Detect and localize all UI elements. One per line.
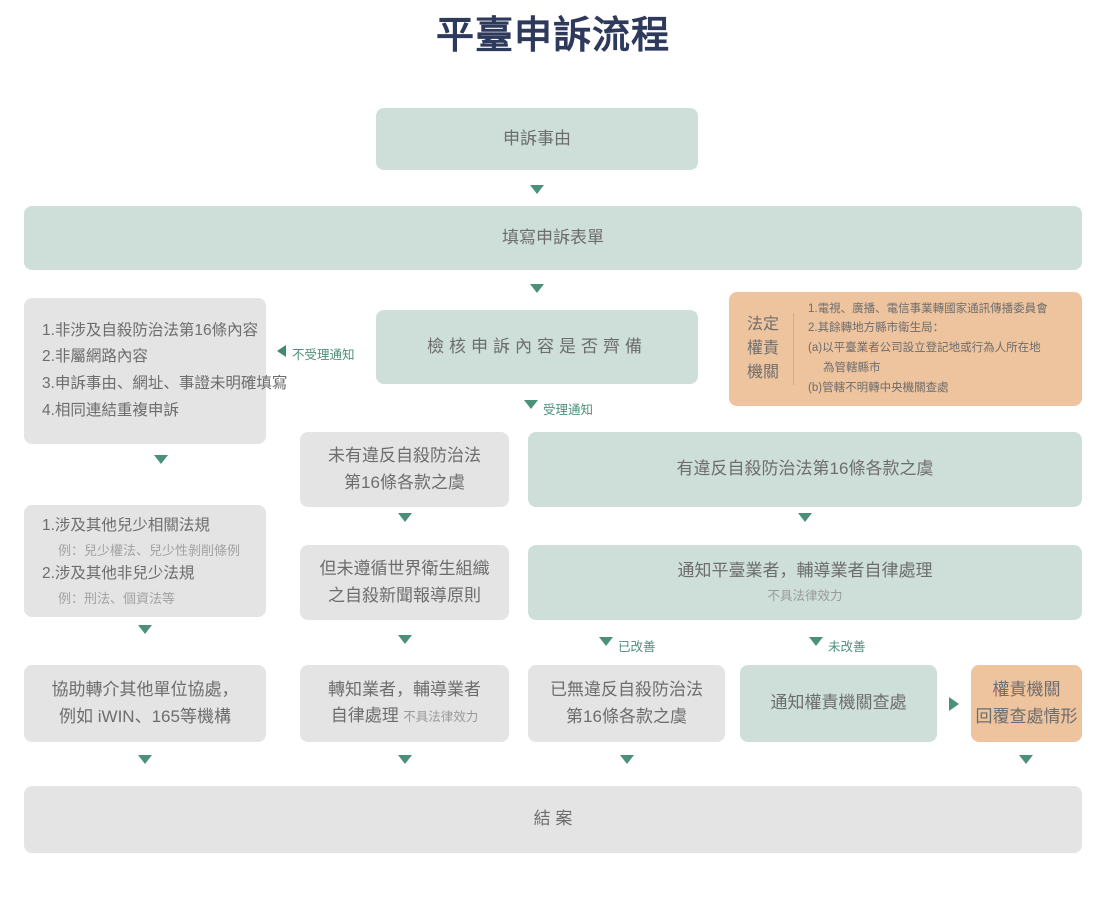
node-form-label: 填寫申訴表單: [502, 227, 604, 247]
node-legal-authority[interactable]: 法定 權責 機關 1.電視、廣播、電信事業轉國家通訊傳播委員會 2.其餘轉地方縣…: [729, 292, 1082, 406]
node-who-principles[interactable]: 但未遵循世界衛生組織 之自殺新聞報導原則: [300, 545, 509, 620]
node-has-violation-label: 有違反自殺防治法第16條各款之虞: [676, 459, 934, 479]
arrow-down-other-laws-to-refer: [138, 625, 152, 634]
node-resolved-line: 第16條各款之虞: [566, 706, 687, 726]
arrow-down-who-to-notify-operator: [398, 635, 412, 644]
node-review-label: 檢核申訴內容是否齊備: [427, 336, 647, 356]
arrow-down-reason-to-form: [530, 185, 544, 194]
node-notify-authority[interactable]: 通知權責機關查處: [740, 665, 937, 742]
arrow-down-improved-icon: [599, 637, 613, 646]
node-resolved[interactable]: 已無違反自殺防治法 第16條各款之虞: [528, 665, 725, 742]
arrow-down-no-violation: [398, 513, 412, 522]
node-reason-label: 申訴事由: [503, 128, 571, 148]
legal-authority-line: (b)管轄不明轉中央機關查處: [808, 381, 949, 394]
node-authority-reply[interactable]: 權責機關 回覆查處情形: [971, 665, 1082, 742]
node-who-principles-line: 但未遵循世界衛生組織: [319, 559, 490, 579]
other-law-example: 例：兒少權法、兒少性剝削條例: [58, 542, 241, 558]
node-resolved-line: 已無違反自殺防治法: [550, 680, 703, 700]
arrow-down-form-to-review: [530, 284, 544, 293]
node-reason[interactable]: 申訴事由: [376, 108, 698, 170]
legal-authority-line: 2.其餘轉地方縣市衛生局：: [808, 322, 945, 335]
node-notify-operator-sub: 不具法律效力: [403, 710, 479, 725]
reject-reason-item: 1.非涉及自殺防治法第16條內容: [42, 321, 259, 339]
legal-authority-line: (a)以平臺業者公司設立登記地或行為人所在地: [808, 342, 1041, 355]
arrow-down-accepted-icon: [524, 400, 538, 409]
node-notify-operator-text: 自律處理: [330, 706, 399, 726]
reject-reason-item: 4.相同連結重複申訴: [42, 401, 179, 419]
node-notify-operator-line2: 自律處理 不具法律效力: [331, 703, 478, 730]
legal-authority-lines: 1.電視、廣播、電信事業轉國家通訊傳播委員會 2.其餘轉地方縣市衛生局： (a)…: [794, 300, 1048, 399]
arrow-down-reject-to-other-laws: [154, 455, 168, 464]
arrow-left-not-accepted-icon: [277, 345, 286, 357]
reject-reason-item: 2.非屬網路內容: [42, 348, 148, 366]
node-refer-other-line: 協助轉介其他單位協處，: [51, 680, 239, 700]
legal-authority-key-line: 權責: [747, 340, 780, 357]
legal-authority-line: 為管轄縣市: [823, 361, 881, 374]
arrow-label-accepted: 受理通知: [543, 403, 594, 417]
node-other-laws[interactable]: 1.涉及其他兒少相關法規 例：兒少權法、兒少性剝削條例 2.涉及其他非兒少法規 …: [24, 505, 266, 617]
node-close-case-label: 結 案: [533, 809, 573, 829]
node-authority-reply-line: 權責機關: [992, 680, 1061, 700]
arrow-down-reply-to-close: [1019, 755, 1033, 764]
legal-authority-key-line: 機關: [747, 364, 780, 381]
page-title: 平臺申訴流程: [435, 15, 670, 57]
node-close-case[interactable]: 結 案: [24, 786, 1082, 853]
node-refer-other-line: 例如 iWIN、165等機構: [59, 706, 231, 726]
node-reject-reasons[interactable]: 1.非涉及自殺防治法第16條內容 2.非屬網路內容 3.申訴事由、網址、事證未明…: [24, 298, 287, 444]
node-notify-platform[interactable]: 通知平臺業者，輔導業者自律處理 不具法律效力: [528, 545, 1082, 620]
node-has-violation[interactable]: 有違反自殺防治法第16條各款之虞: [528, 432, 1082, 507]
node-notify-platform-label: 通知平臺業者，輔導業者自律處理: [677, 561, 933, 581]
node-no-violation-line: 第16條各款之虞: [344, 472, 465, 492]
other-law-example: 例：刑法、個資法等: [58, 590, 176, 606]
legal-authority-key-line: 法定: [747, 316, 780, 333]
reject-reason-item: 3.申訴事由、網址、事證未明確填寫: [42, 375, 288, 392]
legal-authority-key: 法定 權責 機關: [747, 313, 795, 385]
node-notify-operator-line: 轉知業者，輔導業者: [328, 679, 481, 699]
arrow-down-resolved-to-close: [620, 755, 634, 764]
arrow-label-not-improved: 未改善: [828, 640, 866, 654]
node-authority-reply-line: 回覆查處情形: [975, 706, 1078, 726]
node-refer-other[interactable]: 協助轉介其他單位協處， 例如 iWIN、165等機構: [24, 665, 266, 742]
node-who-principles-line: 之自殺新聞報導原則: [328, 585, 481, 605]
node-review[interactable]: 檢核申訴內容是否齊備: [376, 310, 698, 384]
node-notify-platform-sub: 不具法律效力: [767, 589, 843, 604]
arrow-label-improved: 已改善: [618, 640, 656, 654]
legal-authority-line: 1.電視、廣播、電信事業轉國家通訊傳播委員會: [808, 302, 1048, 315]
arrow-down-refer-to-close: [138, 755, 152, 764]
node-no-violation[interactable]: 未有違反自殺防治法 第16條各款之虞: [300, 432, 509, 507]
arrow-down-operator-to-close: [398, 755, 412, 764]
node-form[interactable]: 填寫申訴表單: [24, 206, 1082, 270]
node-notify-operator[interactable]: 轉知業者，輔導業者 自律處理 不具法律效力: [300, 665, 509, 742]
arrow-right-to-authority-reply: [949, 697, 959, 711]
arrow-label-not-accepted: 不受理通知: [292, 348, 355, 362]
node-no-violation-line: 未有違反自殺防治法: [328, 446, 481, 466]
arrow-down-has-violation: [798, 513, 812, 522]
node-notify-authority-label: 通知權責機關查處: [770, 693, 907, 713]
arrow-down-not-improved-icon: [809, 637, 823, 646]
other-law-item: 2.涉及其他非兒少法規: [42, 565, 195, 582]
other-law-item: 1.涉及其他兒少相關法規: [42, 517, 210, 535]
